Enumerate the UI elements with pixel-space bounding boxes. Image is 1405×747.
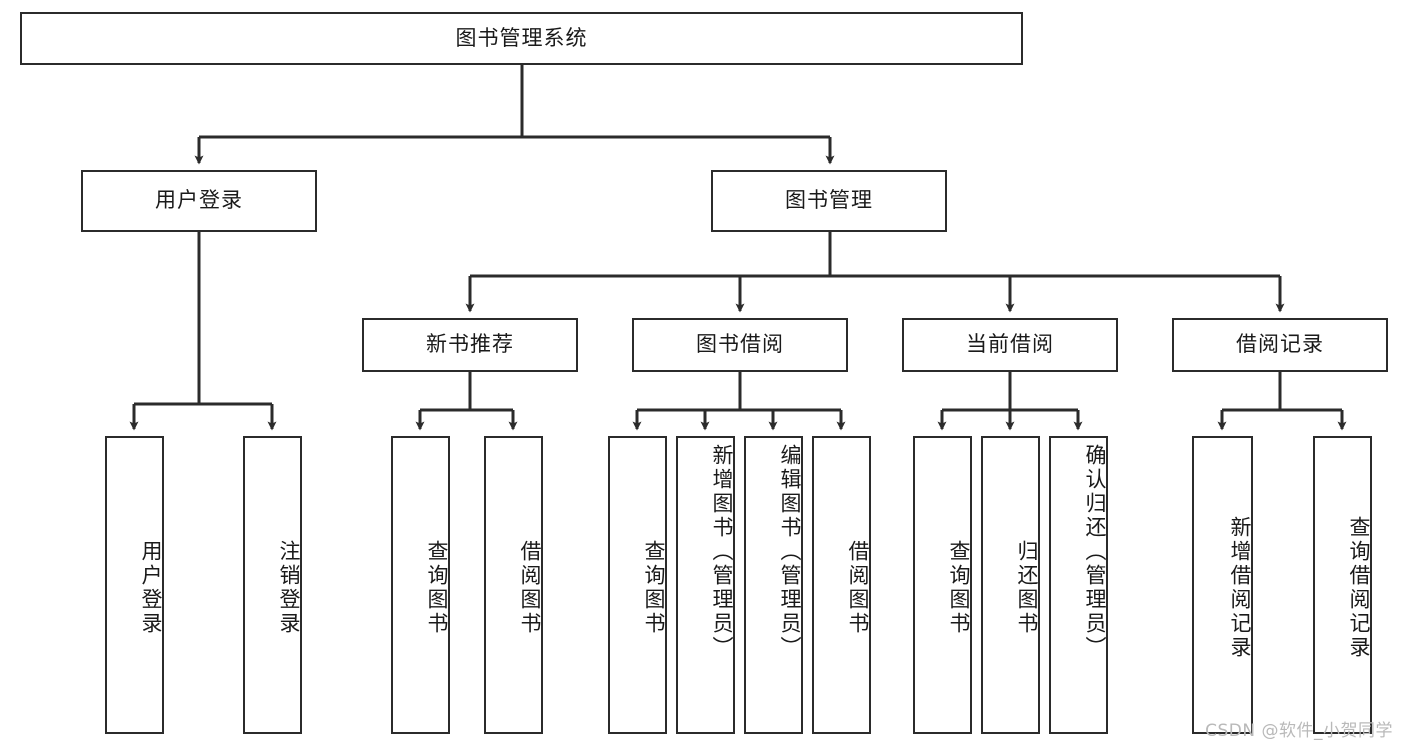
node-label: 新增图书（管理员） xyxy=(710,444,734,660)
node-label: 用户登录 xyxy=(139,540,163,636)
node-label: 查询图书 xyxy=(947,540,971,636)
node-leaf-return-book[interactable]: 归还图书 xyxy=(981,436,1040,734)
node-leaf-confirm-return-admin[interactable]: 确认归还（管理员） xyxy=(1049,436,1108,734)
node-label: 编辑图书（管理员） xyxy=(778,444,802,660)
node-label: 图书借阅 xyxy=(696,332,784,357)
node-label: 图书管理 xyxy=(785,188,873,213)
node-book-management[interactable]: 图书管理 xyxy=(711,170,947,232)
node-leaf-query-book-borrow[interactable]: 查询图书 xyxy=(608,436,667,734)
node-leaf-query-borrow-record[interactable]: 查询借阅记录 xyxy=(1313,436,1372,734)
node-label: 借阅图书 xyxy=(518,540,542,636)
node-leaf-add-book-admin[interactable]: 新增图书（管理员） xyxy=(676,436,735,734)
node-leaf-query-book-recommend[interactable]: 查询图书 xyxy=(391,436,450,734)
node-current-borrow[interactable]: 当前借阅 xyxy=(902,318,1118,372)
node-label: 确认归还（管理员） xyxy=(1083,444,1107,660)
node-leaf-logout[interactable]: 注销登录 xyxy=(243,436,302,734)
node-new-book-recommend[interactable]: 新书推荐 xyxy=(362,318,578,372)
node-label: 借阅记录 xyxy=(1236,332,1324,357)
node-leaf-add-borrow-record[interactable]: 新增借阅记录 xyxy=(1192,436,1253,734)
node-label: 当前借阅 xyxy=(966,332,1054,357)
node-label: 查询图书 xyxy=(642,540,666,636)
node-borrow-record[interactable]: 借阅记录 xyxy=(1172,318,1388,372)
node-user-login[interactable]: 用户登录 xyxy=(81,170,317,232)
node-leaf-query-book-current[interactable]: 查询图书 xyxy=(913,436,972,734)
node-book-borrow[interactable]: 图书借阅 xyxy=(632,318,848,372)
node-label: 注销登录 xyxy=(277,540,301,636)
node-leaf-borrow-book[interactable]: 借阅图书 xyxy=(812,436,871,734)
node-label: 查询借阅记录 xyxy=(1347,516,1371,660)
node-label: 新增借阅记录 xyxy=(1228,516,1252,660)
csdn-watermark: CSDN @软件_小贺同学 xyxy=(1205,721,1393,741)
node-leaf-user-login[interactable]: 用户登录 xyxy=(105,436,164,734)
node-root-system[interactable]: 图书管理系统 xyxy=(20,12,1023,65)
node-leaf-borrow-book-recommend[interactable]: 借阅图书 xyxy=(484,436,543,734)
node-leaf-edit-book-admin[interactable]: 编辑图书（管理员） xyxy=(744,436,803,734)
node-label: 用户登录 xyxy=(155,188,243,213)
node-label: 查询图书 xyxy=(425,540,449,636)
node-label: 归还图书 xyxy=(1015,540,1039,636)
node-label: 新书推荐 xyxy=(426,332,514,357)
node-label: 借阅图书 xyxy=(846,540,870,636)
node-label: 图书管理系统 xyxy=(455,25,588,50)
